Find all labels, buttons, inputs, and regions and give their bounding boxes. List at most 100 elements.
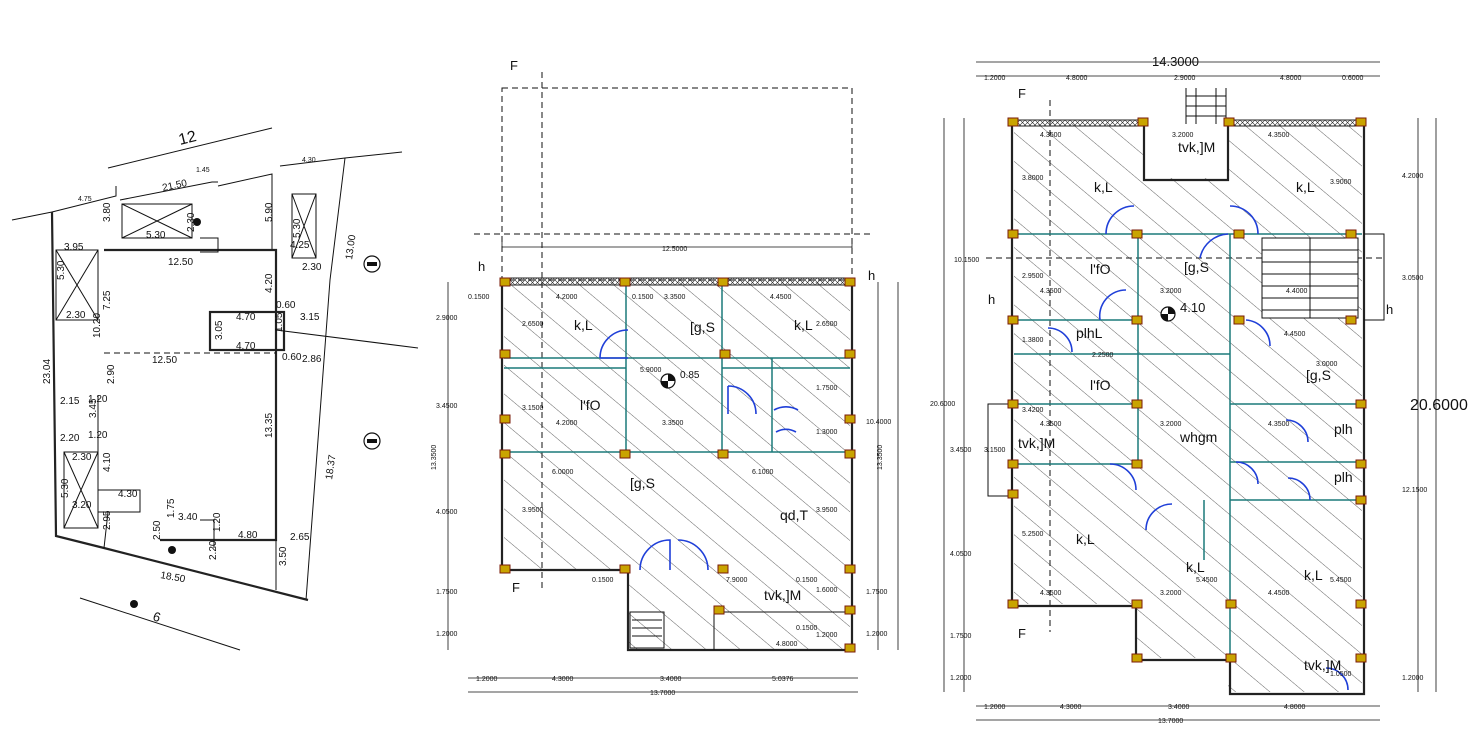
section-mark-h: h <box>478 259 485 274</box>
ground-floor-plan: F F h h k,L [g,S k,L l'fO [g,S qd, <box>431 58 899 697</box>
site-label: 0.60 <box>282 352 302 363</box>
dim: 6.0000 <box>552 469 574 476</box>
level-value: 0.85 <box>680 370 700 381</box>
dim: 1.2000 <box>984 75 1006 82</box>
dim: 3.4500 <box>950 447 972 454</box>
dim: 3.1500 <box>984 447 1006 454</box>
site-label-6: 6 <box>151 609 163 626</box>
site-label: 5.90 <box>264 202 275 222</box>
dim: 2.2500 <box>1092 352 1114 359</box>
room-label: tvk,]M <box>1178 139 1215 155</box>
dim: 1.7500 <box>436 589 458 596</box>
first-floor-plan: 14.3000 1.2000 4.8000 2.9000 4.8000 0.60… <box>930 54 1468 725</box>
dim: 1.0500 <box>1330 671 1352 678</box>
dim: 0.6000 <box>1342 75 1364 82</box>
room-label: plh <box>1334 421 1353 437</box>
site-label: 10.20 <box>92 313 103 338</box>
site-dim-line-top <box>107 127 273 169</box>
room-label: l'fO <box>1090 261 1111 277</box>
dim: 1.2000 <box>816 632 838 639</box>
dim: 1.2000 <box>866 631 888 638</box>
site-label: 1.20 <box>88 430 108 441</box>
room-label: k,L <box>1296 179 1315 195</box>
dim: 3.8000 <box>1022 175 1044 182</box>
site-label: 4.25 <box>290 240 310 251</box>
dim: 3.2000 <box>1160 590 1182 597</box>
site-label: 2.90 <box>106 364 117 384</box>
dim: 2.9500 <box>1022 273 1044 280</box>
site-label: 2.30 <box>302 262 322 273</box>
dim: 7.9000 <box>726 577 748 584</box>
dim: 10.4000 <box>866 419 891 426</box>
section-mark-h: h <box>1386 302 1393 317</box>
site-label: 12.50 <box>152 355 177 366</box>
level-marker-icon <box>168 546 176 554</box>
dim: 4.3000 <box>1060 704 1082 711</box>
section-mark-h: h <box>868 268 875 283</box>
dim: 2.6500 <box>816 321 838 328</box>
dim-total: 14.3000 <box>1152 54 1199 69</box>
dim: 4.2000 <box>1402 173 1424 180</box>
dim: 4.8000 <box>1280 75 1302 82</box>
dim: 4.0500 <box>950 551 972 558</box>
dim: 4.2000 <box>556 294 578 301</box>
dim: 3.0500 <box>1402 275 1424 282</box>
site-label: 4.30 <box>118 489 138 500</box>
dim: 1.7500 <box>866 589 888 596</box>
dim: 4.3500 <box>1268 421 1290 428</box>
section-mark-F: F <box>510 58 518 73</box>
site-label: 2.95 <box>102 510 113 530</box>
site-label: 2.50 <box>152 520 163 540</box>
site-label: 3.80 <box>102 202 113 222</box>
section-mark-F: F <box>1018 626 1026 641</box>
site-label: 4.75 <box>78 196 92 203</box>
site-label: 5.30 <box>56 260 67 280</box>
dim: 1.3800 <box>1022 337 1044 344</box>
dim: 3.1500 <box>522 405 544 412</box>
site-label: 4.20 <box>264 273 275 293</box>
section-mark-h: h <box>988 292 995 307</box>
dim-total: 12.5000 <box>662 246 687 253</box>
dim: 3.0000 <box>1316 361 1338 368</box>
dim: 0.1500 <box>796 625 818 632</box>
room-label: [g,S <box>1184 259 1209 275</box>
dim: 1.2000 <box>436 631 458 638</box>
dim: 1.3000 <box>816 429 838 436</box>
dim-total: 13.7000 <box>1158 718 1183 725</box>
site-label: 4.80 <box>238 530 258 541</box>
level-marker-icon <box>130 600 138 608</box>
site-label: 3.15 <box>300 312 320 323</box>
dim: 4.0500 <box>436 509 458 516</box>
dim: 3.2000 <box>1160 288 1182 295</box>
dim: 1.6000 <box>816 587 838 594</box>
dim: 4.4000 <box>1286 288 1308 295</box>
room-label: whgm <box>1179 429 1217 445</box>
site-label: 2.20 <box>208 540 219 560</box>
dim: 3.4500 <box>436 403 458 410</box>
room-label: k,L <box>794 317 813 333</box>
dim: 5.9000 <box>640 367 662 374</box>
room-label: tvk,]M <box>1018 435 1055 451</box>
column-markers <box>1007 117 1367 663</box>
dim: 3.4000 <box>660 676 682 683</box>
room-label: l'fO <box>580 397 601 413</box>
dim: 0.1500 <box>468 294 490 301</box>
room-label: k,L <box>1076 531 1095 547</box>
dim: 1.2000 <box>984 704 1006 711</box>
room-label: [g,S <box>1306 367 1331 383</box>
site-label: 13.35 <box>264 413 275 438</box>
site-label: 5.30 <box>292 218 303 238</box>
room-label: tvk,]M <box>764 587 801 603</box>
site-label: 3.95 <box>64 242 84 253</box>
room-label: k,L <box>1094 179 1113 195</box>
dim: 3.3500 <box>664 294 686 301</box>
dim: 3.4000 <box>1168 704 1190 711</box>
dim-total: 13.7000 <box>650 690 675 697</box>
north-arrow-icon <box>363 432 381 450</box>
site-label: 2.30 <box>72 452 92 463</box>
site-label: 4.70 <box>236 341 256 352</box>
room-label: [g,S <box>630 475 655 491</box>
room-label: qd,T <box>780 507 808 523</box>
dim: 3.3500 <box>662 420 684 427</box>
dim: 4.4500 <box>1284 331 1306 338</box>
